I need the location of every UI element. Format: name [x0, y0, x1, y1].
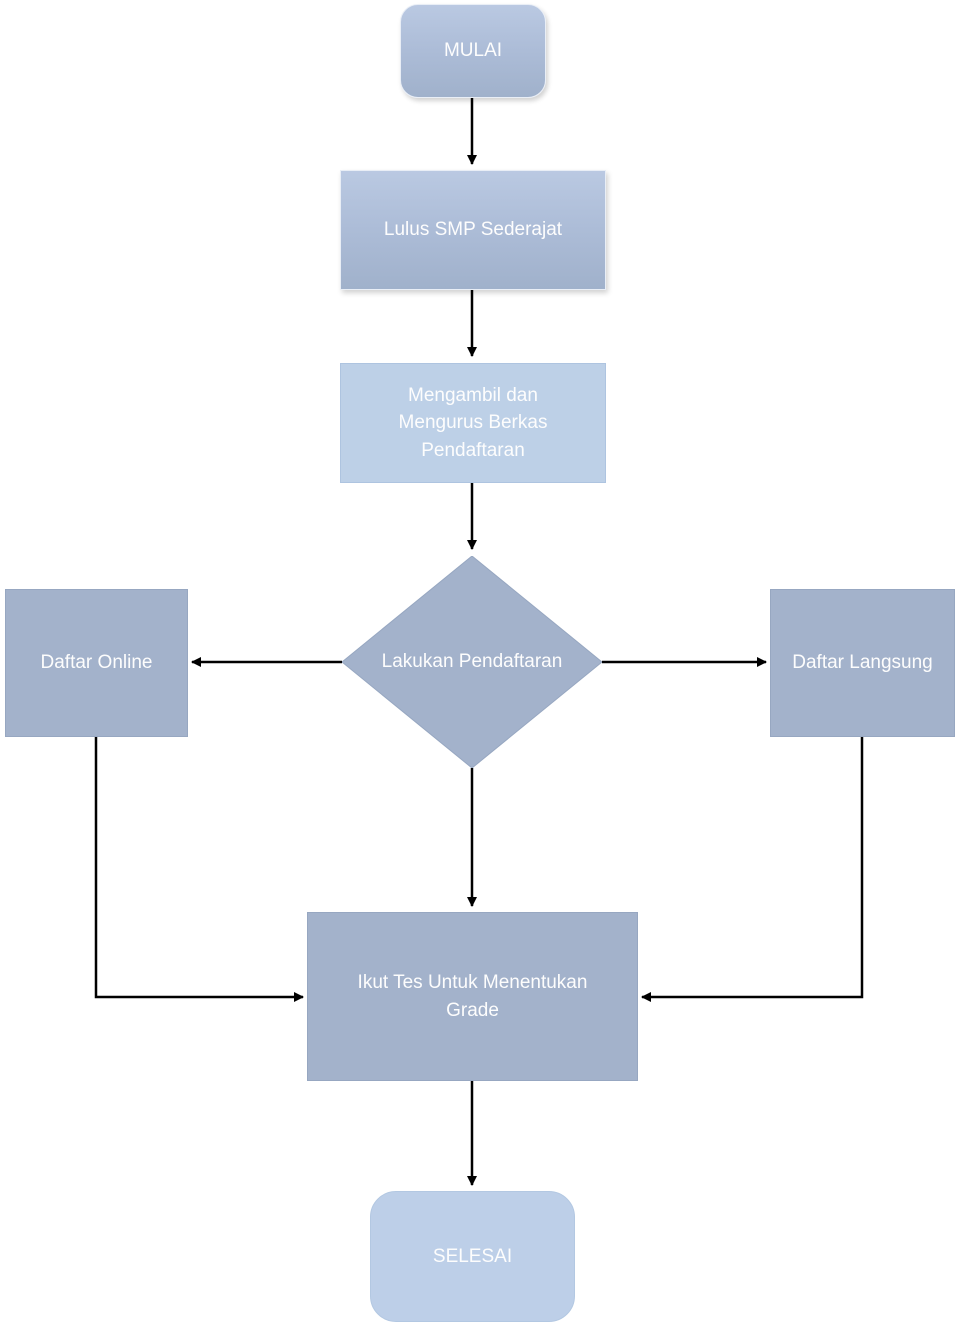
node-lulus-smp: Lulus SMP Sederajat — [340, 170, 606, 290]
node-daftar-online-label: Daftar Online — [40, 652, 153, 674]
node-lakukan-pendaftaran: Lakukan Pendaftaran — [341, 555, 603, 769]
node-daftar-langsung-label: Daftar Langsung — [792, 652, 933, 674]
node-mulai-label: MULAI — [443, 40, 503, 62]
arrow-daftar-langsung-to-ikut-tes — [641, 737, 864, 1002]
node-mulai: MULAI — [400, 4, 546, 98]
node-daftar-langsung: Daftar Langsung — [770, 589, 955, 737]
node-lakukan-pendaftaran-label: Lakukan Pendaftaran — [381, 651, 563, 672]
node-selesai-label: SELESAI — [432, 1245, 513, 1267]
node-ikut-tes: Ikut Tes Untuk Menentukan Grade — [307, 912, 638, 1081]
arrow-daftar-online-to-ikut-tes — [94, 737, 304, 1002]
node-berkas: Mengambil dan Mengurus Berkas Pendaftara… — [340, 363, 606, 483]
node-selesai: SELESAI — [370, 1191, 575, 1322]
node-daftar-online: Daftar Online — [5, 589, 188, 737]
node-berkas-label: Mengambil dan Mengurus Berkas Pendaftara… — [398, 384, 548, 461]
node-ikut-tes-label: Ikut Tes Untuk Menentukan Grade — [357, 971, 588, 1021]
node-lulus-smp-label: Lulus SMP Sederajat — [383, 219, 563, 241]
